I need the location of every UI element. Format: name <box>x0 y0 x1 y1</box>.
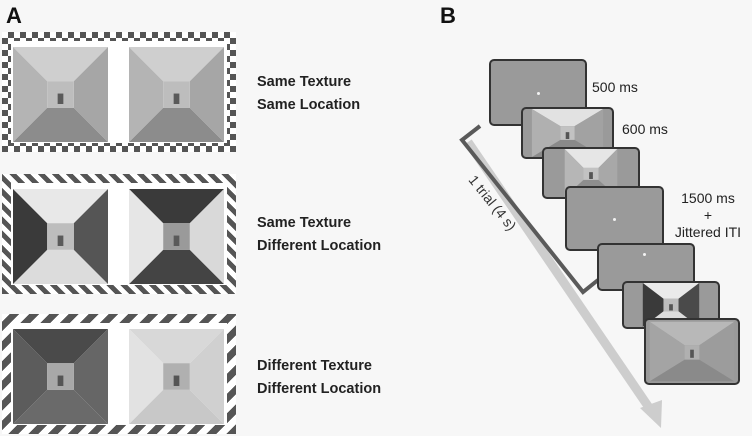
condition-label-3: Different Texture Different Location <box>257 355 381 401</box>
condition-label-line: Same Texture <box>257 74 352 90</box>
timing-label-line: Jittered ITI <box>674 224 742 240</box>
time-arrow-head <box>640 400 662 428</box>
screen-stimulus-4 <box>644 318 740 385</box>
timing-label-fixation: 500 ms <box>592 79 638 95</box>
condition-label-1: Same Texture Same Location <box>257 71 360 117</box>
condition-frame-2 <box>2 174 236 294</box>
condition-frame-1 <box>2 32 236 152</box>
frame-inner <box>11 323 227 425</box>
condition-label-line: Different Texture <box>257 358 372 374</box>
timing-label-line: + <box>703 207 713 223</box>
condition-label-2: Same Texture Different Location <box>257 212 381 258</box>
condition-label-line: Different Location <box>257 381 382 397</box>
corridor-image <box>13 47 108 142</box>
corridor-image <box>129 329 224 424</box>
panel-b-label: B <box>440 3 456 28</box>
condition-label-line: Same Texture <box>257 215 352 231</box>
corridor-image <box>13 189 108 284</box>
trial-bracket <box>459 124 600 295</box>
condition-label-line: Same Location <box>257 97 361 113</box>
timing-label-stimulus: 600 ms <box>622 121 668 137</box>
condition-label-line: Different Location <box>257 238 382 254</box>
frame-inner <box>11 41 227 143</box>
corridor-image <box>13 329 108 424</box>
corridor-image <box>129 189 224 284</box>
panel-a-label: A <box>6 3 22 28</box>
frame-inner <box>11 183 227 285</box>
condition-frame-3 <box>2 314 236 434</box>
corridor-image <box>129 47 224 142</box>
fixation-dot <box>643 253 646 256</box>
fixation-dot <box>537 92 540 95</box>
timing-label-iti: 1500 ms + Jittered ITI <box>670 190 746 241</box>
fixation-dot <box>613 218 616 221</box>
screen-fixation-2 <box>565 186 664 251</box>
corridor-image <box>649 321 735 382</box>
timing-label-line: 1500 ms <box>681 190 735 206</box>
